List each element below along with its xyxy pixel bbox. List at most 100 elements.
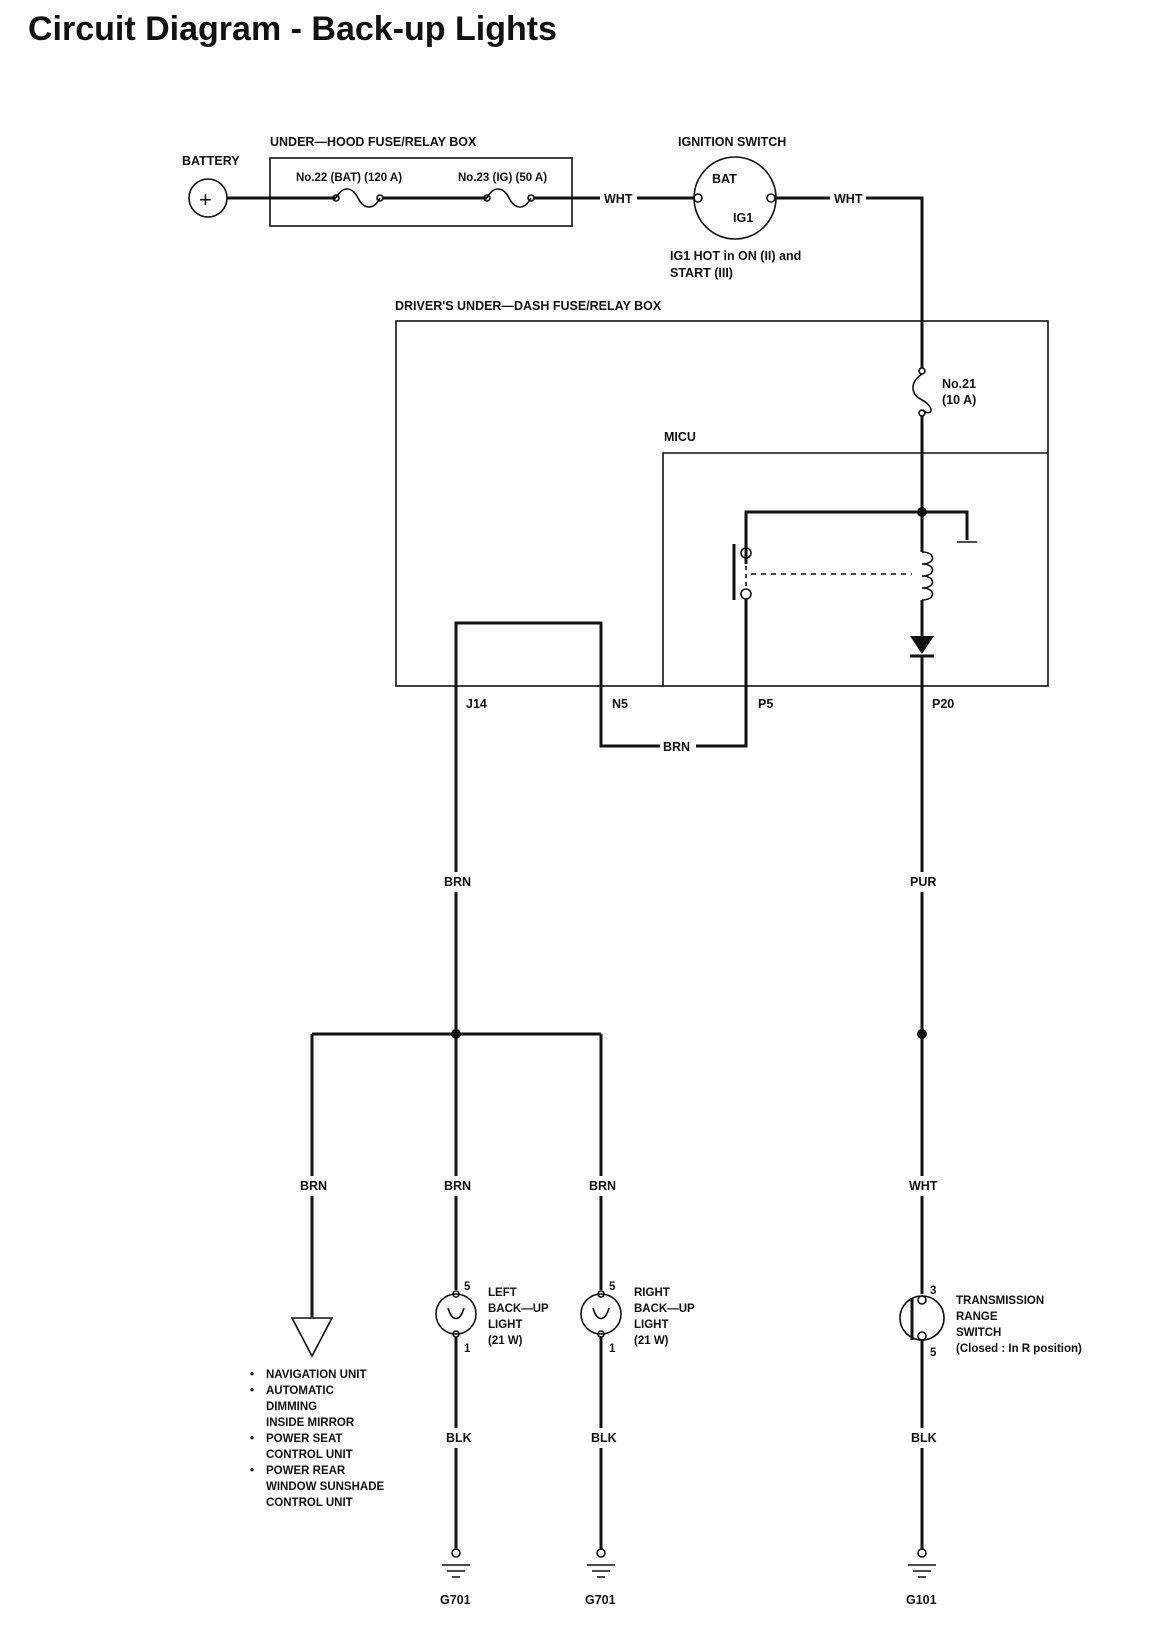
trans-switch-pin-bottom	[917, 1331, 927, 1341]
under-hood-box-label: UNDER—HOOD FUSE/RELAY BOX	[270, 135, 477, 149]
bullet-3: •	[250, 1433, 254, 1445]
bullet-4: •	[250, 1465, 254, 1477]
nav-target-seat-2: CONTROL UNIT	[266, 1449, 353, 1461]
trans-switch-label-4: (Closed : In R position)	[956, 1343, 1082, 1355]
nav-target-list: • NAVIGATION UNIT • AUTOMATIC DIMMING IN…	[250, 1369, 385, 1509]
left-lamp-pin-top	[452, 1290, 460, 1298]
terminal-j14: J14	[466, 697, 487, 711]
left-lamp-pin-5: 5	[464, 1281, 471, 1293]
terminal-p20: P20	[932, 697, 954, 711]
micu-outline	[662, 452, 1048, 686]
fuse-22-label: No.22 (BAT) (120 A)	[296, 172, 402, 184]
trans-switch-label-2: RANGE	[956, 1311, 998, 1323]
ground-right-icon	[587, 1564, 615, 1578]
ignition-bat-label: BAT	[712, 172, 737, 186]
trans-switch-label-3: SWITCH	[956, 1327, 1001, 1339]
left-lamp-label-4: (21 W)	[488, 1335, 523, 1347]
wire-label-brn-main: BRN	[444, 875, 471, 889]
fuse-21-label-1: No.21	[942, 377, 976, 391]
battery-label: BATTERY	[182, 154, 240, 168]
trans-switch-outline	[899, 1295, 945, 1341]
relay-feed-bus	[744, 510, 969, 564]
ground-trans-label: G101	[906, 1593, 937, 1607]
dash-box-label: DRIVER'S UNDER—DASH FUSE/RELAY BOX	[395, 299, 662, 313]
fuse-22-symbol	[335, 188, 381, 208]
terminal-p5: P5	[758, 697, 773, 711]
wire-label-brn-right: BRN	[589, 1179, 616, 1193]
ground-trans-icon	[908, 1564, 936, 1578]
wire-label-wht-1: WHT	[604, 192, 633, 206]
fuse-21-label-2: (10 A)	[942, 393, 976, 407]
right-lamp-label-4: (21 W)	[634, 1335, 669, 1347]
right-lamp-label-2: BACK—UP	[634, 1303, 695, 1315]
transmission-range-switch: 3 5 TRANSMISSION RANGE SWITCH (Closed : …	[899, 1285, 1082, 1359]
right-lamp-label-1: RIGHT	[634, 1287, 670, 1299]
ignition-switch-outline	[693, 156, 777, 240]
nav-target-sunshade-2: WINDOW SUNSHADE	[266, 1481, 385, 1493]
nav-target-seat-1: POWER SEAT	[266, 1433, 342, 1445]
fuse-23-label: No.23 (IG) (50 A)	[458, 172, 547, 184]
fuse-23-symbol	[486, 188, 532, 208]
left-lamp-label-2: BACK—UP	[488, 1303, 549, 1315]
left-lamp-pin-1: 1	[464, 1343, 471, 1355]
fuse-22-terminal-a	[332, 194, 340, 202]
nav-target-mirror-1: AUTOMATIC	[266, 1385, 334, 1397]
left-lamp-label-1: LEFT	[488, 1287, 517, 1299]
left-lamp-label-3: LIGHT	[488, 1319, 523, 1331]
right-lamp-filament	[592, 1307, 610, 1320]
right-lamp-icon	[580, 1293, 622, 1335]
ignition-note-line1: IG1 HOT in ON (II) and	[670, 249, 801, 263]
wire-label-brn-left: BRN	[444, 1179, 471, 1193]
ground-trans-terminal	[917, 1548, 927, 1558]
diode-icon	[910, 636, 934, 654]
wire-label-brn-nav: BRN	[300, 1179, 327, 1193]
micu-label: MICU	[664, 430, 696, 444]
dash-box-outline	[395, 320, 1049, 687]
ignition-ig1-label: IG1	[733, 211, 753, 225]
nav-target-navigation: NAVIGATION UNIT	[266, 1369, 367, 1381]
under-hood-fuse-box: UNDER—HOOD FUSE/RELAY BOX No.22 (BAT) (1…	[227, 135, 600, 227]
left-backup-light: 5 1 LEFT BACK—UP LIGHT (21 W)	[435, 1281, 549, 1355]
ground-left-terminal	[451, 1548, 461, 1558]
relay-coil-icon	[921, 551, 934, 601]
ignition-switch: IGNITION SWITCH BAT IG1 IG1 HOT in ON (I…	[670, 135, 801, 280]
wire-brn-to-p5	[696, 686, 748, 748]
bullet-2: •	[250, 1385, 254, 1397]
wire-label-pur: PUR	[910, 875, 936, 889]
right-lamp-pin-top	[597, 1290, 605, 1298]
trans-switch-pin-5: 5	[930, 1347, 937, 1359]
battery-plus-icon: +	[199, 187, 212, 212]
ignition-bat-terminal	[693, 193, 703, 203]
ground-right-terminal	[596, 1548, 606, 1558]
trans-switch-label-1: TRANSMISSION	[956, 1295, 1044, 1307]
right-backup-light: 5 1 RIGHT BACK—UP LIGHT (21 W)	[580, 1281, 695, 1355]
nav-target-mirror-3: INSIDE MIRROR	[266, 1417, 355, 1429]
ground-g701-left: G701	[440, 1548, 471, 1607]
wire-label-blk-trans: BLK	[911, 1431, 937, 1445]
dash-fuse-box: DRIVER'S UNDER—DASH FUSE/RELAY BOX No.21…	[395, 299, 1049, 687]
fuse-21-symbol	[912, 373, 932, 414]
right-lamp-label-3: LIGHT	[634, 1319, 669, 1331]
ground-left-icon	[442, 1564, 470, 1578]
wire-label-blk-right: BLK	[591, 1431, 617, 1445]
ground-left-label: G701	[440, 1593, 471, 1607]
right-lamp-pin-5: 5	[609, 1281, 616, 1293]
ground-g701-right: G701	[585, 1548, 616, 1607]
under-hood-box-outline	[269, 157, 573, 227]
wire-label-wht-2: WHT	[834, 192, 863, 206]
left-lamp-filament	[447, 1307, 465, 1320]
wire-j14-n5-internal	[454, 621, 603, 686]
output-arrow-icon	[290, 1317, 334, 1358]
ignition-note-line2: START (III)	[670, 266, 733, 280]
fuse-21-terminal-a	[918, 367, 926, 375]
ground-g101: G101	[906, 1548, 937, 1607]
trans-switch-pin-top	[917, 1295, 927, 1305]
terminal-n5: N5	[612, 697, 628, 711]
wire-label-blk-left: BLK	[446, 1431, 472, 1445]
bullet-1: •	[250, 1369, 254, 1381]
ignition-ig1-terminal	[766, 193, 776, 203]
fuse-23-terminal-a	[483, 194, 491, 202]
ground-right-label: G701	[585, 1593, 616, 1607]
relay-contact-bottom	[740, 588, 752, 600]
